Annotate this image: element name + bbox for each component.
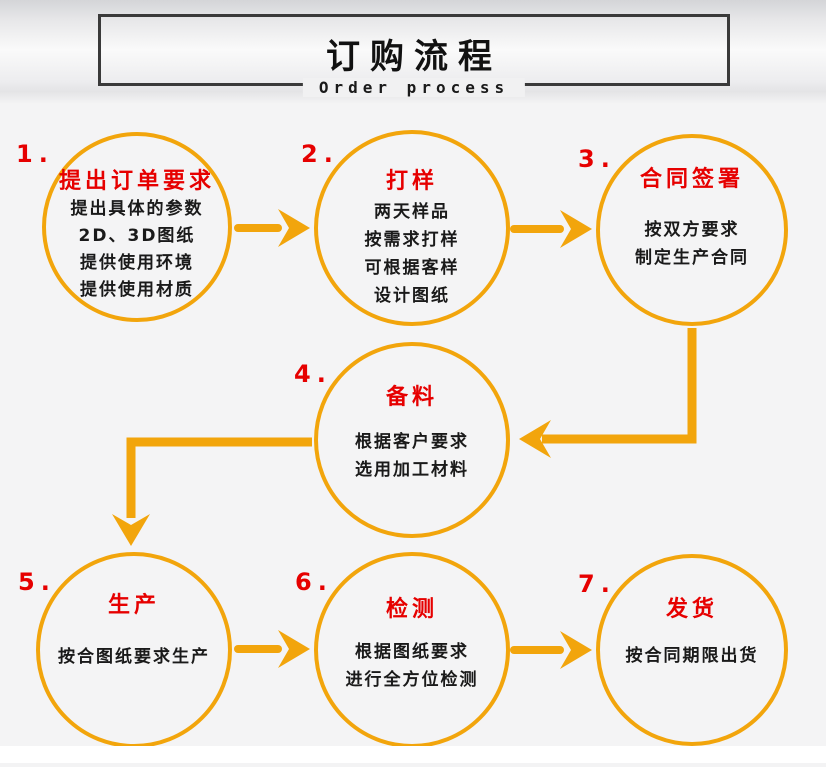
step-circle-material-preparation: 备料 根据客户要求 选用加工材料 bbox=[314, 342, 510, 538]
step-detail-line: 制定生产合同 bbox=[635, 248, 749, 268]
step-title: 备料 bbox=[385, 385, 438, 410]
step-detail-line: 提出具体的参数 bbox=[70, 199, 204, 219]
step-detail-line: 可根据客样 bbox=[364, 258, 460, 278]
step-detail-line: 按需求打样 bbox=[364, 230, 460, 250]
bottom-white-band bbox=[0, 746, 826, 767]
step-title: 检测 bbox=[385, 597, 438, 622]
step-number-4: 4. bbox=[294, 360, 332, 388]
step-detail-line: 设计图纸 bbox=[374, 286, 450, 306]
page-subtitle: Order process bbox=[302, 78, 526, 97]
step-circle-sampling: 打样 两天样品 按需求打样 可根据客样 设计图纸 bbox=[314, 130, 510, 326]
step-circle-contract-signing: 合同签署 按双方要求 制定生产合同 bbox=[596, 134, 788, 326]
step-circle-order-requirements: 提出订单要求 提出具体的参数 2D、3D图纸 提供使用环境 提供使用材质 bbox=[42, 132, 232, 322]
step-number-3: 3. bbox=[578, 145, 616, 173]
step-title: 生产 bbox=[107, 593, 160, 618]
step-details: 按合同期限出货 bbox=[590, 643, 794, 670]
step-details: 按双方要求 制定生产合同 bbox=[590, 216, 794, 272]
step-number-6: 6. bbox=[295, 568, 333, 596]
step-title: 打样 bbox=[385, 169, 438, 194]
step-detail-line: 两天样品 bbox=[374, 202, 450, 222]
step-details: 提出具体的参数 2D、3D图纸 提供使用环境 提供使用材质 bbox=[36, 196, 238, 304]
page-title: 订购流程 bbox=[326, 37, 502, 77]
step-detail-line: 根据图纸要求 bbox=[355, 642, 469, 662]
step-detail-line: 提供使用环境 bbox=[80, 253, 194, 273]
step-detail-line: 根据客户要求 bbox=[355, 432, 469, 452]
arrow-step1-to-step2 bbox=[234, 209, 310, 247]
step-circle-inspection: 检测 根据图纸要求 进行全方位检测 bbox=[314, 552, 510, 748]
step-detail-line: 选用加工材料 bbox=[355, 460, 469, 480]
step-details: 两天样品 按需求打样 可根据客样 设计图纸 bbox=[308, 198, 516, 310]
arrow-step2-to-step3 bbox=[510, 210, 592, 248]
step-title: 合同签署 bbox=[639, 167, 744, 192]
step-number-2: 2. bbox=[301, 140, 339, 168]
step-detail-line: 按双方要求 bbox=[644, 220, 740, 240]
header-title-box: 订购流程 Order process bbox=[98, 14, 730, 97]
arrow-step3-to-step4 bbox=[519, 328, 697, 458]
step-number-7: 7. bbox=[578, 570, 616, 598]
step-detail-line: 按合图纸要求生产 bbox=[58, 647, 210, 667]
step-detail-line: 按合同期限出货 bbox=[625, 646, 759, 666]
step-detail-line: 提供使用材质 bbox=[80, 280, 194, 300]
step-details: 按合图纸要求生产 bbox=[30, 644, 238, 671]
arrow-step4-to-step5 bbox=[112, 437, 312, 546]
step-circle-production: 生产 按合图纸要求生产 bbox=[36, 552, 232, 748]
arrow-step6-to-step7 bbox=[510, 631, 592, 669]
step-number-1: 1. bbox=[16, 140, 54, 168]
step-circle-shipping: 发货 按合同期限出货 bbox=[596, 554, 788, 746]
step-title: 发货 bbox=[665, 597, 718, 622]
step-detail-line: 进行全方位检测 bbox=[345, 670, 479, 690]
step-details: 根据图纸要求 进行全方位检测 bbox=[308, 638, 516, 694]
step-title: 提出订单要求 bbox=[58, 169, 215, 194]
step-number-5: 5. bbox=[18, 568, 56, 596]
step-detail-line: 2D、3D图纸 bbox=[78, 226, 196, 246]
step-details: 根据客户要求 选用加工材料 bbox=[308, 428, 516, 484]
arrow-step5-to-step6 bbox=[234, 630, 310, 668]
